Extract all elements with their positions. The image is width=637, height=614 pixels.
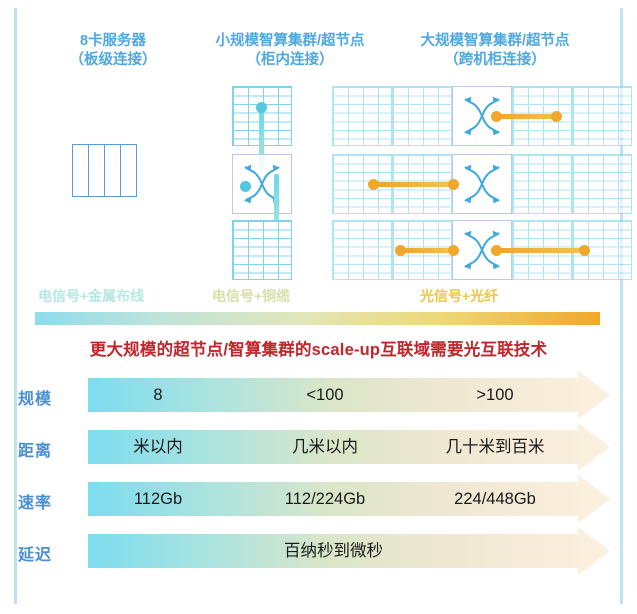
server-card [121, 145, 136, 196]
row-label-latency: 延迟 [18, 547, 53, 564]
rack-unit [572, 154, 632, 214]
signal-legend: 电信号+金属布线 电信号+铜缆 光信号+光纤 [0, 286, 637, 326]
row-label-distance: 距离 [18, 443, 53, 460]
crossbar-switch-icon [464, 230, 500, 270]
legend-label-electrical-copper: 电信号+铜缆 [212, 288, 291, 304]
page-frame [14, 8, 623, 604]
header-server-line1: 8卡服务器 [79, 33, 147, 49]
legend-gradient-bar [35, 312, 600, 325]
header-small-cluster-line2: （柜内连接） [246, 52, 334, 68]
header-server-line2: （板级连接） [69, 52, 157, 68]
rack-unit [332, 86, 392, 146]
crossbar-switch-icon [464, 164, 500, 204]
cell-distance-2: 几十米到百米 [445, 438, 545, 456]
cell-distance-1: 几米以内 [292, 438, 358, 456]
row-arrow-head [578, 475, 610, 523]
server-card [105, 145, 121, 196]
row-gradient-bar [88, 482, 579, 516]
cell-scale-1: <100 [306, 386, 344, 404]
rack-unit [392, 86, 452, 146]
table-row: 速率 112Gb 112/224Gb 224/448Gb [0, 475, 637, 523]
table-row: 距离 米以内 几米以内 几十米到百米 [0, 423, 637, 471]
rack-unit [232, 220, 292, 280]
header-small-cluster-line1: 小规模智算集群/超节点 [215, 33, 365, 49]
header-server: 8卡服务器 （板级连接） [28, 32, 198, 70]
link-node [491, 111, 502, 122]
row-gradient-bar [88, 430, 579, 464]
row-arrow-head [578, 423, 610, 471]
cell-rate-1: 112/224Gb [284, 490, 366, 508]
optical-link [373, 182, 453, 187]
rack-unit [572, 86, 632, 146]
row-arrow-head [578, 371, 610, 419]
link-node [579, 245, 590, 256]
cell-scale-0: 8 [153, 386, 163, 404]
server-card [73, 145, 89, 196]
link-node [395, 245, 406, 256]
server-card [89, 145, 105, 196]
switch-box [452, 154, 512, 214]
row-label-rate: 速率 [18, 495, 53, 512]
header-large-cluster-line2: （跨机柜连接） [444, 52, 546, 68]
row-arrow-head [578, 527, 610, 575]
server-box [72, 144, 137, 197]
optical-link [496, 248, 586, 253]
table-row: 规模 8 <100 >100 [0, 371, 637, 419]
column-headers: 8卡服务器 （板级连接） 小规模智算集群/超节点 （柜内连接） 大规模智算集群/… [0, 32, 637, 84]
page-title: 更大规模的超节点/智算集群的scale-up互联域需要光互联技术 [89, 341, 548, 359]
rack-unit [512, 154, 572, 214]
legend-label-optical-fiber: 光信号+光纤 [420, 288, 499, 304]
cell-rate-2: 224/448Gb [454, 490, 536, 508]
link-node [448, 245, 459, 256]
header-large-cluster-line1: 大规模智算集群/超节点 [420, 33, 570, 49]
cell-latency-full: 百纳秒到微秒 [284, 542, 383, 560]
electrical-link [259, 106, 264, 170]
optical-link [496, 114, 558, 119]
optical-link [400, 248, 453, 253]
link-node [551, 111, 562, 122]
electrical-link [274, 174, 279, 234]
link-node [240, 181, 251, 192]
table-row: 延迟 百纳秒到微秒 [0, 527, 637, 575]
rack-unit [332, 220, 392, 280]
cell-scale-2: >100 [476, 386, 514, 404]
row-label-scale: 规模 [18, 391, 53, 408]
cell-distance-0: 米以内 [133, 438, 183, 456]
link-node [368, 179, 379, 190]
cell-rate-0: 112Gb [133, 490, 183, 508]
row-gradient-bar [88, 534, 579, 568]
legend-label-electrical-pcb: 电信号+金属布线 [38, 288, 145, 304]
link-node [491, 245, 502, 256]
header-small-cluster: 小规模智算集群/超节点 （柜内连接） [190, 32, 390, 70]
row-gradient-bar [88, 378, 579, 412]
topology-diagram [0, 84, 637, 280]
switch-box [452, 86, 512, 146]
link-node [448, 179, 459, 190]
header-large-cluster: 大规模智算集群/超节点 （跨机柜连接） [380, 32, 610, 70]
link-node [256, 102, 267, 113]
crossbar-switch-icon [464, 96, 500, 136]
comparison-table: 规模 8 <100 >100 距离 米以内 几米以内 几十米到百米 速率 112… [0, 371, 637, 598]
